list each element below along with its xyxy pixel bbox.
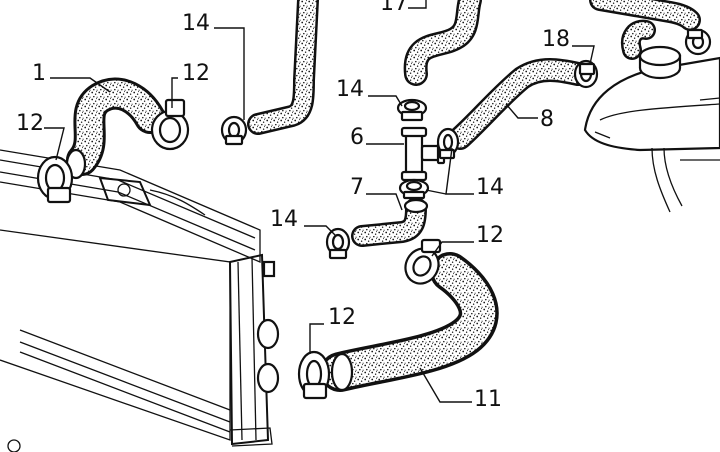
label-14-right: 14 xyxy=(476,175,504,200)
label-11: 11 xyxy=(474,387,502,412)
clamp-14-top-t xyxy=(396,98,428,122)
clamp-12-left xyxy=(36,155,74,204)
label-12-bottom: 12 xyxy=(328,305,356,330)
label-12-top: 12 xyxy=(182,61,210,86)
label-7: 7 xyxy=(350,175,364,200)
hose-top-right xyxy=(589,0,701,60)
hose-8 xyxy=(448,58,590,150)
label-6: 6 xyxy=(350,125,364,150)
hose-11 xyxy=(320,252,499,392)
label-14-left: 14 xyxy=(270,207,298,232)
label-17: 17 xyxy=(380,0,408,16)
clamp-top-right xyxy=(684,28,712,56)
label-14-upper: 14 xyxy=(182,11,210,36)
label-18: 18 xyxy=(542,27,570,52)
t-fitting-6 xyxy=(400,126,446,182)
clamp-12-bottom xyxy=(297,350,331,400)
radiator xyxy=(0,149,280,452)
label-12-left: 12 xyxy=(16,111,44,136)
hose-1 xyxy=(65,77,166,180)
leader-lines xyxy=(44,0,595,403)
clamp-18 xyxy=(573,59,599,89)
clamp-14-upper xyxy=(220,115,248,146)
expansion-tank xyxy=(583,45,720,213)
label-8: 8 xyxy=(540,107,554,132)
clamp-14-left xyxy=(325,227,351,260)
clamp-14-bottom-t xyxy=(398,178,430,200)
label-1: 1 xyxy=(32,61,46,86)
clamp-12-top xyxy=(150,98,190,151)
clamp-14-hose8 xyxy=(436,127,460,160)
clamp-12-hose11 xyxy=(404,238,442,285)
callout-labels: 1 12 12 14 17 18 14 6 8 7 14 14 12 12 11 xyxy=(16,0,570,412)
label-14-above-t: 14 xyxy=(336,77,364,102)
label-12-hose11: 12 xyxy=(476,223,504,248)
hose-17 xyxy=(403,0,482,86)
hose-7 xyxy=(351,197,429,247)
hose-upper-center xyxy=(247,0,319,135)
